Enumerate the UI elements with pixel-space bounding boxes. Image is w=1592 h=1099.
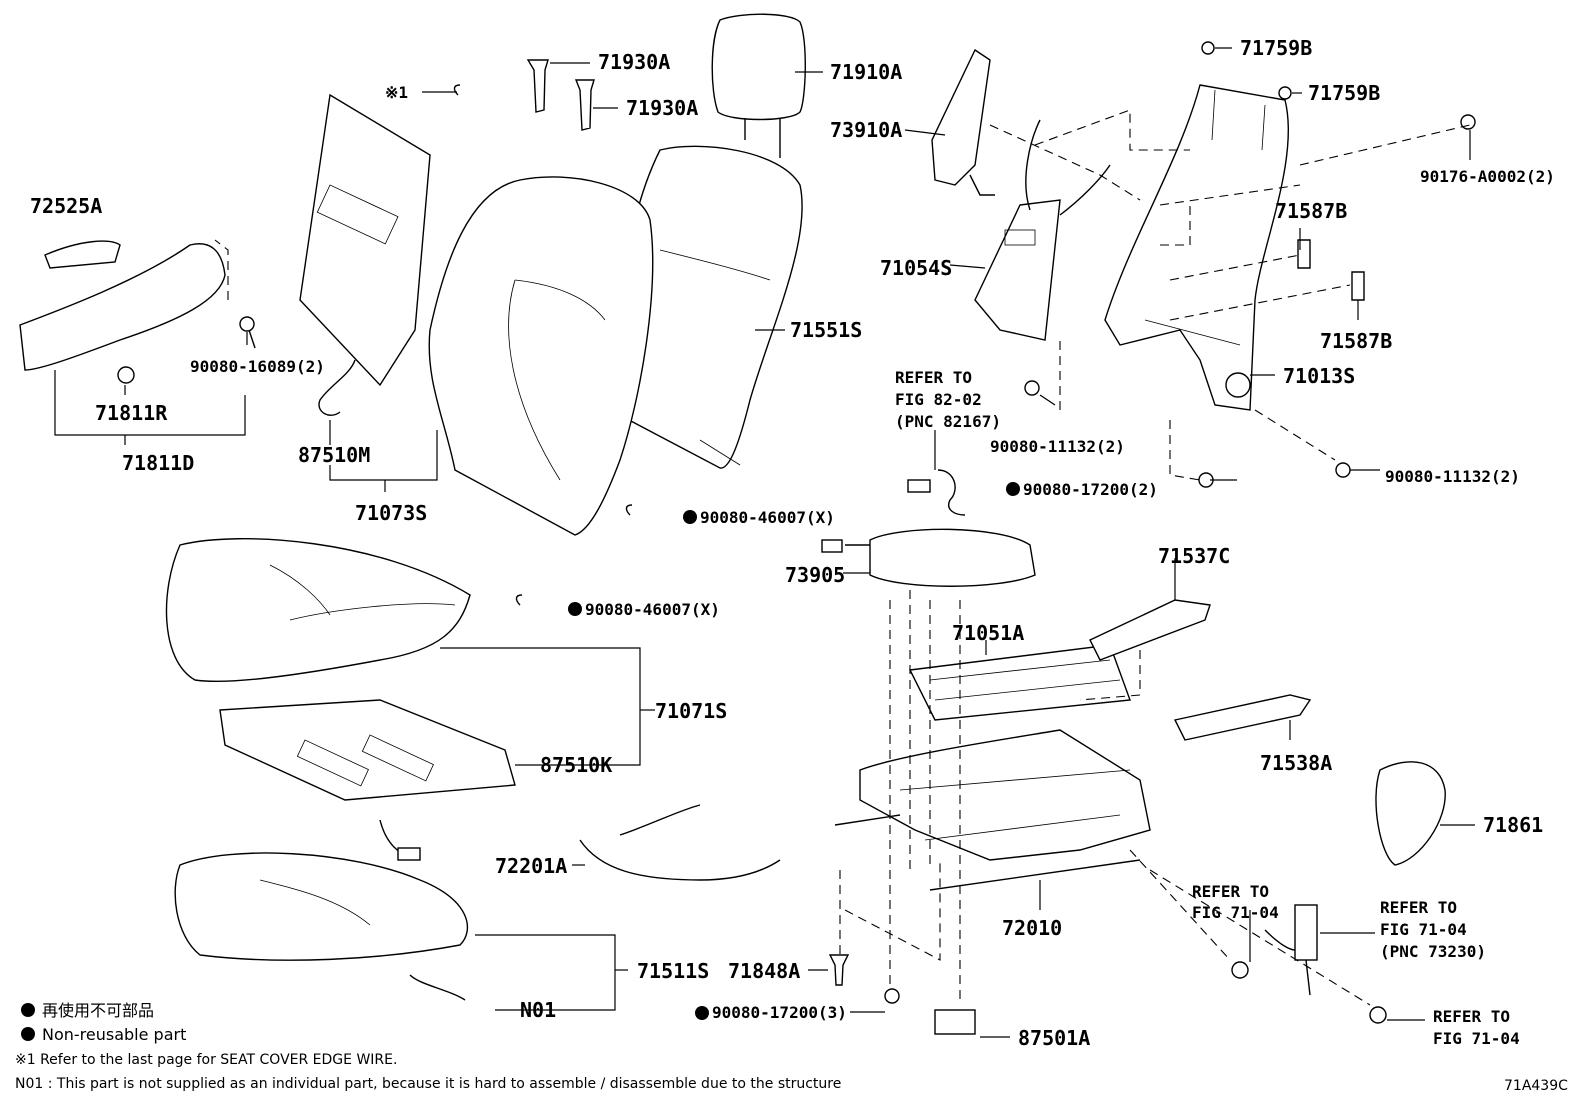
- part-71537C: [1089, 599, 1211, 661]
- legend-note1: ※1 Refer to the last page for SEAT COVER…: [15, 1052, 397, 1068]
- label-71848A: 71848A: [728, 959, 800, 983]
- label-90080-16089: 90080-16089(2): [190, 357, 325, 376]
- label-71759B-1: 71759B: [1240, 36, 1312, 60]
- ref-fig82-line3: (PNC 82167): [895, 412, 1001, 431]
- part-71759B: [1201, 41, 1292, 100]
- label-N01: N01: [520, 998, 556, 1022]
- label-mark-ref: ※1: [385, 83, 408, 102]
- ref-fig71c-line1: REFER TO: [1433, 1007, 1510, 1026]
- label-71551S: 71551S: [790, 318, 862, 342]
- part-72201A: [579, 804, 781, 881]
- part-71587B: [1297, 239, 1365, 301]
- label-90080-46007-b: 90080-46007(X): [585, 600, 720, 619]
- bolts: [239, 316, 1351, 488]
- part-71051A: [908, 644, 1131, 721]
- label-71511S: 71511S: [637, 959, 709, 983]
- part-82167-connector: [907, 469, 966, 516]
- part-buckle-73230: [1264, 904, 1318, 996]
- ref-fig82-line1: REFER TO: [895, 368, 972, 387]
- leader-lines: [54, 47, 1475, 1038]
- label-73905: 73905: [785, 563, 845, 587]
- part-71054S: [974, 119, 1111, 341]
- ref-fig71b-line3: (PNC 73230): [1380, 942, 1486, 961]
- part-fig71-04-nuts: [1231, 961, 1387, 1024]
- part-72010: [834, 729, 1151, 891]
- label-71930A-1: 71930A: [598, 50, 670, 74]
- ref-fig71b-line1: REFER TO: [1380, 898, 1457, 917]
- ref-fig71a-line2: FIG 71-04: [1192, 903, 1279, 922]
- label-90080-46007-a: 90080-46007(X): [700, 508, 835, 527]
- part-87501A: [934, 1009, 976, 1035]
- label-71587B-2: 71587B: [1320, 329, 1392, 353]
- label-73910A: 73910A: [830, 118, 902, 142]
- label-72201A: 72201A: [495, 854, 567, 878]
- label-90080-11132-b: 90080-11132(2): [1385, 467, 1520, 486]
- label-87501A: 87501A: [1018, 1026, 1090, 1050]
- label-71054S: 71054S: [880, 256, 952, 280]
- label-71759B-2: 71759B: [1308, 81, 1380, 105]
- label-71013S: 71013S: [1283, 364, 1355, 388]
- part-73905: [821, 528, 1036, 587]
- ref-fig71c-line2: FIG 71-04: [1433, 1029, 1520, 1048]
- part-71073S: [428, 176, 654, 536]
- part-71071S: [165, 538, 471, 682]
- label-90080-17200-2: 90080-17200(2): [1023, 480, 1158, 499]
- label-90176-A0002: 90176-A0002(2): [1420, 167, 1555, 186]
- label-87510M: 87510M: [298, 443, 370, 467]
- legend-note2: N01 : This part is not supplied as an in…: [15, 1076, 841, 1092]
- label-71930A-2: 71930A: [626, 96, 698, 120]
- part-90176: [1460, 114, 1476, 130]
- label-71071S: 71071S: [655, 699, 727, 723]
- label-90080-17200-3: 90080-17200(3): [712, 1003, 847, 1022]
- part-90080-17200-3-nut: [884, 988, 900, 1004]
- part-71910A: [711, 13, 806, 158]
- part-73910A: [931, 48, 995, 196]
- label-71811R: 71811R: [95, 401, 168, 425]
- ref-fig82-line2: FIG 82-02: [895, 390, 982, 409]
- part-71861: [1375, 761, 1446, 866]
- label-71537C: 71537C: [1158, 544, 1230, 568]
- label-71587B-1: 71587B: [1275, 199, 1347, 223]
- label-90080-11132-a: 90080-11132(2): [990, 437, 1125, 456]
- part-71511S: [174, 852, 469, 1001]
- figure-code: 71A439C: [1504, 1078, 1568, 1094]
- label-71910A: 71910A: [830, 60, 902, 84]
- label-71073S: 71073S: [355, 501, 427, 525]
- label-71051A: 71051A: [952, 621, 1024, 645]
- part-71538A: [1173, 694, 1312, 741]
- label-71538A: 71538A: [1260, 751, 1332, 775]
- part-71013S: [1104, 84, 1289, 411]
- part-71930A: [526, 59, 595, 131]
- part-90080-46007-clips: [453, 84, 633, 606]
- legend-en: Non-reusable part: [42, 1025, 186, 1044]
- label-71861: 71861: [1483, 813, 1543, 837]
- part-labels: 71930A 71930A 71910A ※1 71759B 71759B 90…: [30, 36, 1555, 1050]
- ref-fig71a-line1: REFER TO: [1192, 882, 1269, 901]
- non-reusable-markers: [21, 482, 1020, 1041]
- part-87510M: [299, 93, 431, 416]
- label-72010: 72010: [1002, 916, 1062, 940]
- legend: 再使用不可部品 Non-reusable part ※1 Refer to th…: [15, 1001, 1568, 1094]
- part-87510K: [219, 699, 516, 861]
- part-71848A: [828, 954, 850, 986]
- ref-fig71b-line2: FIG 71-04: [1380, 920, 1467, 939]
- label-87510K: 87510K: [540, 753, 612, 777]
- label-71811D: 71811D: [122, 451, 194, 475]
- legend-jp: 再使用不可部品: [42, 1001, 154, 1020]
- assembly-dashed-lines: [214, 109, 1471, 1006]
- label-72525A: 72525A: [30, 194, 102, 218]
